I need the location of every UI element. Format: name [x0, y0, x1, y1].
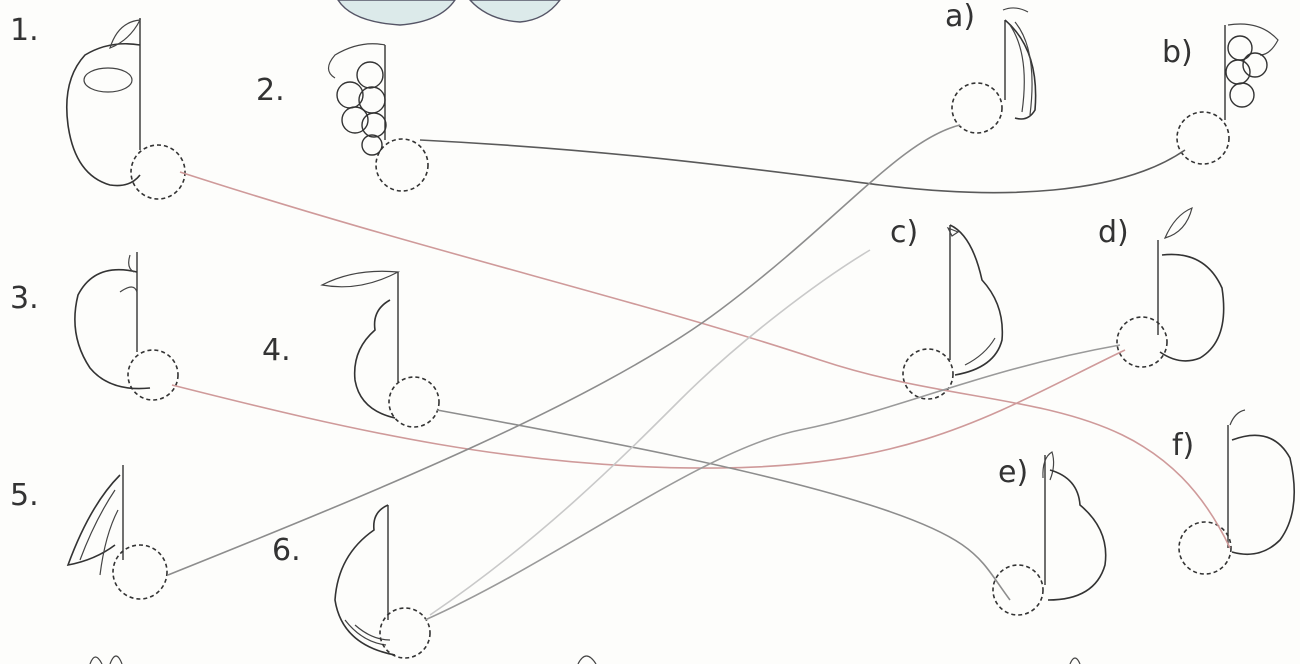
bottom-partial-icon-3 — [1069, 657, 1081, 664]
fruit-a-banana-icon — [951, 7, 1037, 134]
match-line-6-d — [424, 344, 1121, 621]
match-line-4-e — [436, 409, 1011, 601]
fruit-6-pear-icon — [334, 504, 431, 659]
label-5: 5. — [10, 478, 39, 513]
fruit-e-pear-icon — [992, 451, 1107, 616]
match-line-3-d — [171, 349, 1126, 469]
fruit-3-tomato-icon — [74, 252, 179, 401]
dot-4[interactable] — [388, 376, 440, 428]
match-line-2-b — [419, 139, 1186, 194]
label-3: 3. — [10, 281, 39, 316]
fruit-b-grapes-icon — [1176, 23, 1279, 165]
label-b: b) — [1162, 35, 1193, 70]
dot-a[interactable] — [951, 82, 1003, 134]
label-4: 4. — [262, 333, 291, 368]
top-decoration-icon — [337, 0, 561, 26]
dot-e[interactable] — [992, 564, 1044, 616]
bottom-partial-icon-2 — [577, 655, 597, 664]
fruit-c-pear-icon — [902, 224, 1004, 400]
dot-3[interactable] — [127, 349, 179, 401]
label-2: 2. — [256, 73, 285, 108]
label-6: 6. — [272, 533, 301, 568]
match-line-5-a — [167, 124, 961, 576]
fruit-5-banana-icon — [66, 465, 168, 600]
dot-1[interactable] — [130, 144, 186, 200]
dot-6[interactable] — [379, 607, 431, 659]
label-d: d) — [1098, 215, 1129, 250]
fruit-4-pear-icon — [320, 270, 440, 428]
dot-f[interactable] — [1178, 521, 1232, 575]
bottom-partial-icon — [89, 655, 123, 664]
fruit-1-apple-icon — [65, 18, 186, 200]
dot-b[interactable] — [1176, 111, 1230, 165]
match-line-6-c — [429, 249, 871, 616]
label-a: a) — [945, 0, 975, 34]
dot-2[interactable] — [375, 138, 429, 192]
label-c: c) — [890, 215, 918, 250]
dot-5[interactable] — [112, 544, 168, 600]
label-f: f) — [1172, 428, 1194, 463]
dot-c[interactable] — [902, 348, 954, 400]
label-e: e) — [998, 455, 1028, 490]
label-1: 1. — [10, 13, 39, 48]
fruit-f-tomato-icon — [1178, 409, 1295, 575]
match-line-1-f — [179, 171, 1231, 549]
dot-d[interactable] — [1116, 316, 1168, 368]
fruit-d-apple-icon — [1116, 206, 1225, 368]
fruit-2-grapes-icon — [327, 43, 429, 192]
